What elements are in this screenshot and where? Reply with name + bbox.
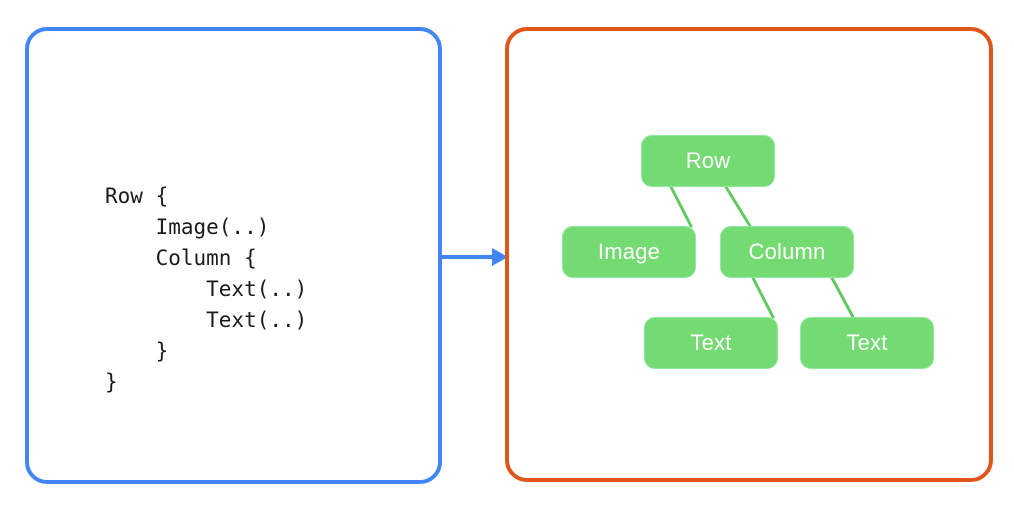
source-code-block: Row { Image(..) Column { Text(..) Text(.… [105, 184, 308, 394]
tree-node-text-1[interactable]: Text [644, 317, 778, 369]
tree-node-row[interactable]: Row [641, 135, 775, 187]
code-panel: Row { Image(..) Column { Text(..) Text(.… [25, 27, 442, 484]
tree-node-column[interactable]: Column [720, 226, 854, 278]
tree-node-text-2[interactable]: Text [800, 317, 934, 369]
transform-arrow-icon [438, 248, 508, 266]
tree-node-image[interactable]: Image [562, 226, 696, 278]
